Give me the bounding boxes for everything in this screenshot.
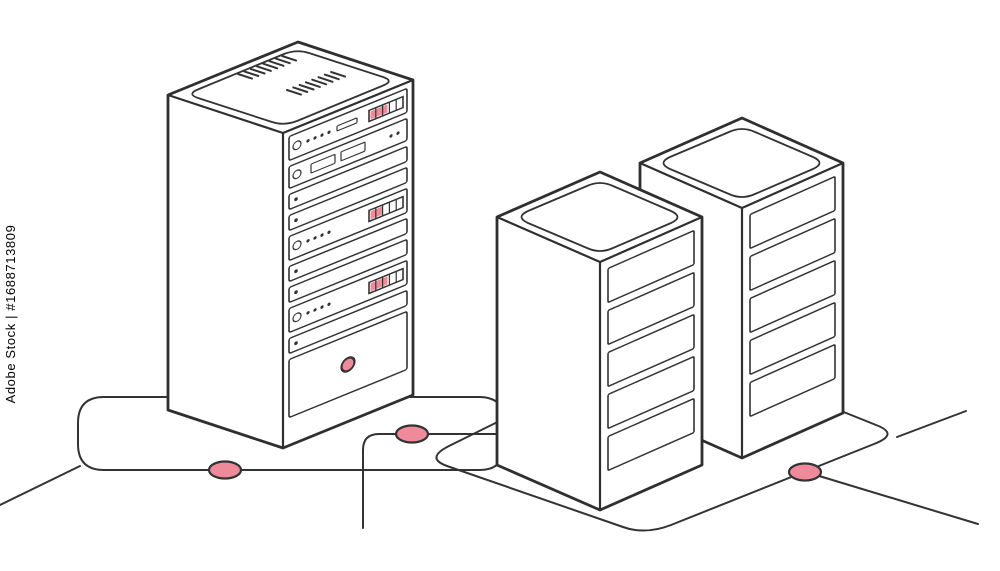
panel-slat (288, 146, 408, 210)
server-rack-back (638, 116, 845, 460)
network-node-left (207, 460, 243, 480)
led-strip (370, 206, 383, 220)
slat-panel (607, 356, 695, 429)
panel-slat (288, 167, 408, 231)
server-rack-front (495, 170, 704, 512)
panel-slat (288, 290, 408, 354)
led-strip (370, 104, 388, 120)
slat-panel (749, 302, 836, 375)
network-stub-right-edge (896, 410, 967, 438)
server-unit (288, 118, 408, 189)
power-button (340, 356, 356, 373)
rack-front-top-edges (495, 215, 704, 512)
rack-large-front-units (288, 88, 408, 418)
rack-front-slat-panels (607, 230, 695, 471)
network-nodes (207, 424, 823, 482)
rack-front-top-plate (520, 182, 679, 252)
slat-panel (607, 314, 695, 387)
slat-panel (607, 398, 695, 471)
slat-panel (749, 260, 836, 333)
panel-slat (288, 239, 408, 303)
slat-panel (749, 176, 836, 249)
network-node-center (394, 424, 430, 444)
led-strip (370, 276, 388, 292)
slat-panel (607, 230, 695, 303)
server-unit (288, 260, 408, 333)
server-unit (288, 188, 408, 261)
server-unit-blank (288, 311, 408, 418)
network-stub-bottom-right (805, 471, 979, 525)
panel-slat (288, 218, 408, 282)
rack-large-top-plate (191, 50, 390, 125)
slat-panel (749, 218, 836, 291)
network-stub-left-edge (0, 465, 81, 506)
rack-back-slat-panels (749, 176, 836, 417)
slat-panel (607, 272, 695, 345)
rack-large-top-edges (166, 78, 415, 450)
network-node-right (787, 462, 823, 482)
server-rack-large (166, 40, 415, 450)
rack-back-top-edges (638, 161, 845, 460)
vent-grille-2 (286, 71, 347, 96)
slat-panel (749, 344, 836, 417)
rack-back-top-plate (662, 128, 821, 198)
server-unit (288, 88, 408, 161)
network-connector-center (362, 433, 513, 529)
watermark-text: Adobe Stock | #1688713809 (3, 224, 18, 404)
vent-grille-1 (237, 55, 298, 80)
